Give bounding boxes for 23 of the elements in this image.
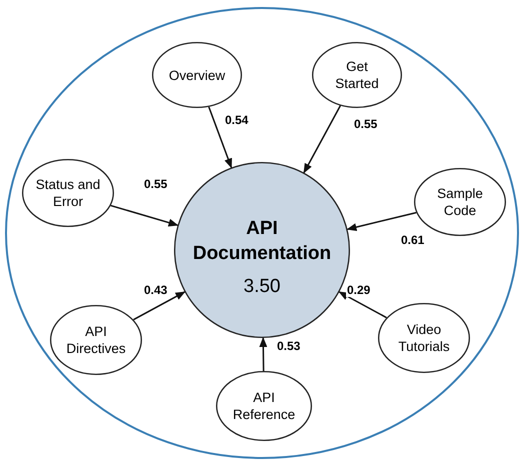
edge-label: 0.43 [143,283,168,297]
edge-label: 0.54 [224,113,250,127]
node-label: Overview [168,66,226,84]
node-value: 3.50 [244,276,280,298]
arrow [338,291,387,318]
node-label: Get Started [334,58,380,92]
edge-label: 0.29 [346,283,372,297]
arrow [346,212,416,232]
arrow [110,204,179,226]
node-label: API Reference [232,389,296,423]
edge-label: 0.55 [353,117,378,131]
node-label: Status and Error [34,176,102,210]
node-label: Sample Code [436,185,484,219]
arrow [259,337,268,371]
edge-label: 0.61 [400,233,426,247]
node-label: API Directives [65,323,127,357]
edge-label: 0.53 [276,339,302,353]
arrow [133,291,186,320]
edge-label: 0.55 [143,177,168,191]
node-label: Video Tutorials [397,321,451,355]
arrow [303,105,342,174]
node-title: API Documentation [192,217,332,266]
arrow [208,106,232,168]
